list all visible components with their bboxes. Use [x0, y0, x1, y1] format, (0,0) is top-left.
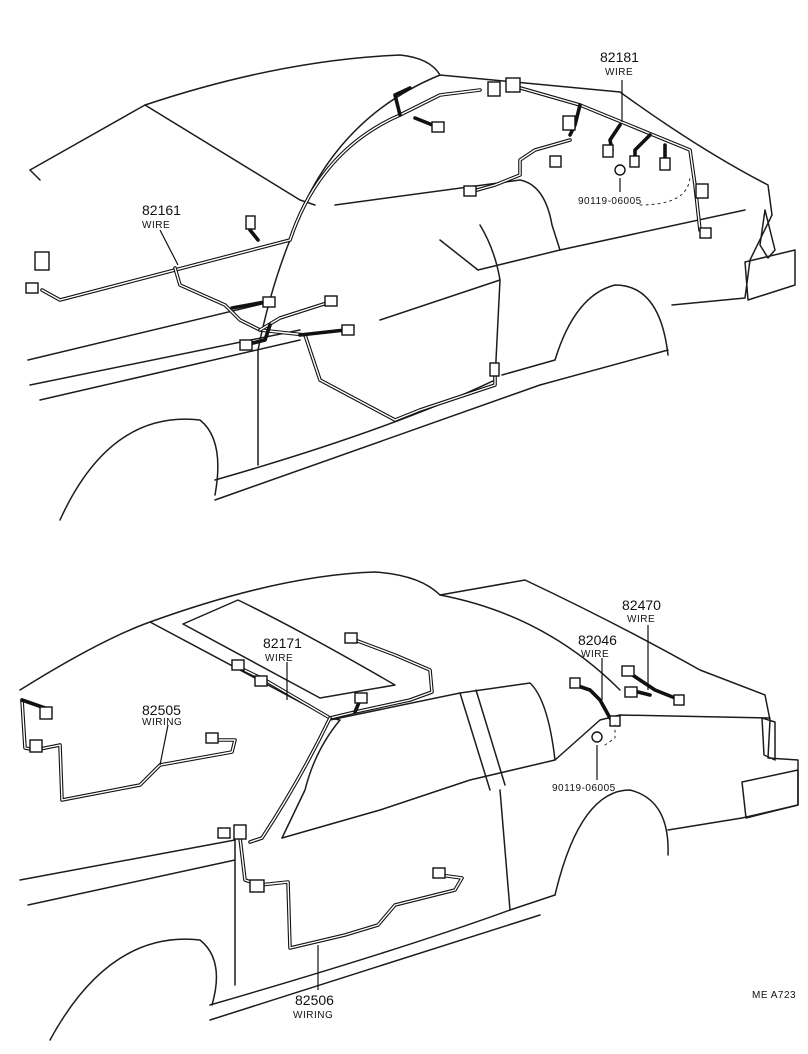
bottom-connectors	[29, 632, 685, 893]
part-label-82161: 82161 WIRE	[142, 202, 181, 231]
bottom-car-body	[19, 571, 799, 1041]
part-number: 82181	[600, 49, 639, 65]
part-label-90119-bottom: 90119-06005	[552, 783, 616, 794]
top-wire-harness	[40, 83, 702, 422]
part-label-90119-top: 90119-06005	[578, 196, 642, 207]
bottom-wire-harness	[20, 638, 682, 950]
part-number: 82505	[142, 702, 181, 718]
part-label-82505: 82505 WIRING	[142, 702, 182, 728]
part-desc: WIRE	[605, 67, 633, 78]
top-connectors	[25, 77, 712, 377]
bottom-leaders	[159, 625, 649, 990]
part-label-82506: 82506 WIRING	[293, 992, 334, 1021]
part-label-82171: 82171 WIRE	[263, 635, 302, 664]
part-desc: WIRING	[293, 1010, 333, 1021]
part-label-82181: 82181 WIRE	[600, 49, 639, 78]
reference-code: ME A723	[752, 990, 796, 1001]
part-label-82046: 82046 WIRE	[578, 632, 617, 660]
part-desc: WIRE	[265, 653, 293, 664]
part-number: 82161	[142, 202, 181, 218]
part-number: 82046	[578, 632, 617, 648]
top-leaders	[159, 80, 691, 266]
part-number: 82506	[295, 992, 334, 1008]
part-desc: WIRE	[142, 220, 170, 231]
part-desc: WIRING	[142, 717, 182, 728]
part-number: 90119-06005	[578, 196, 642, 207]
part-number: 82470	[622, 597, 661, 613]
part-number: 90119-06005	[552, 783, 616, 794]
part-desc: WIRE	[581, 649, 609, 660]
part-number: 82171	[263, 635, 302, 651]
top-car-body	[27, 54, 796, 521]
part-label-82470: 82470 WIRE	[622, 597, 661, 625]
part-desc: WIRE	[627, 614, 655, 625]
